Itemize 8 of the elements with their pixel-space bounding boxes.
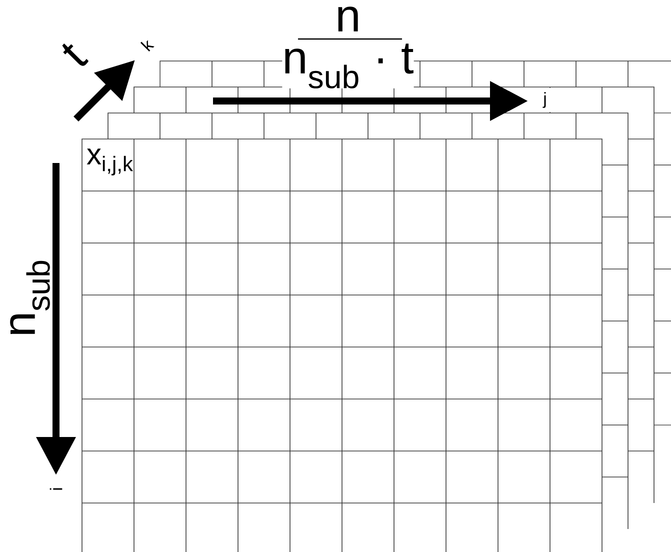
axis-label: i — [50, 488, 62, 490]
axis-label: n$_{sub}$ — [10, 260, 50, 334]
cell-label: x$_{i,j,k}$ — [86, 148, 134, 176]
axis-label: k — [140, 40, 154, 52]
fraction-numerator: n — [338, 6, 358, 32]
axis-label: j — [534, 88, 556, 112]
fraction-denominator: n$_{sub}$ · t — [282, 44, 414, 88]
axis-label: t — [62, 44, 89, 66]
